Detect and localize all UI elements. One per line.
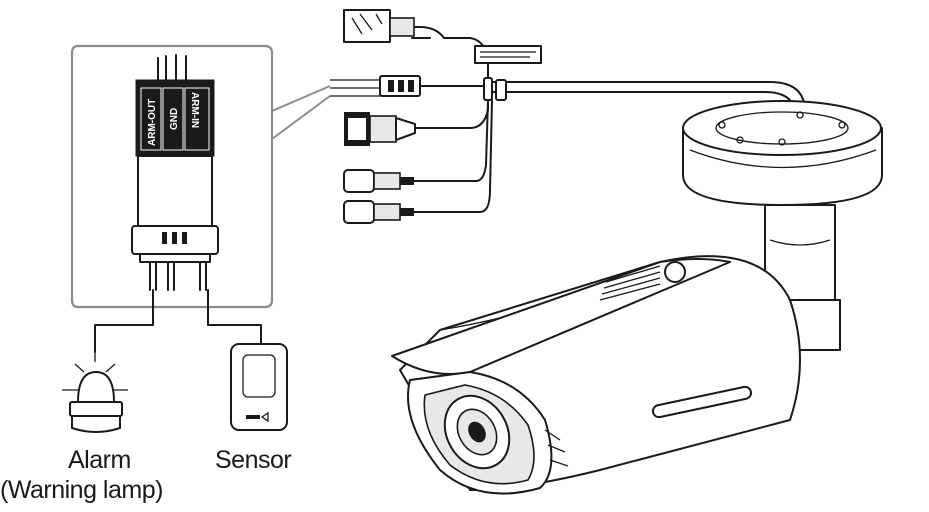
- alarm-connector-icon: ARM-OUT GND ARM-IN: [131, 54, 219, 291]
- alarm-sublabel: (Warning lamp): [0, 476, 163, 504]
- pin-label-arm-in: ARM-IN: [189, 92, 200, 128]
- alarm-label: Alarm: [68, 446, 131, 474]
- sensor-icon: [230, 343, 288, 431]
- warning-lamp-icon: [62, 350, 128, 433]
- pin-label-arm-out: ARM-OUT: [147, 99, 158, 146]
- alarm-sensor-wires: [94, 289, 262, 353]
- alarm-plug-icon: [379, 75, 421, 97]
- label-tag-icon: [474, 45, 542, 64]
- bnc-plug-icon: [343, 200, 414, 224]
- sensor-label: Sensor: [215, 446, 292, 474]
- connector-inset: [70, 44, 331, 309]
- power-plug-icon: [343, 9, 415, 43]
- ethernet-plug-icon: [344, 112, 416, 146]
- bullet-camera-icon: [391, 100, 883, 495]
- pin-label-gnd: GND: [169, 108, 180, 130]
- bnc-plug-icon: [343, 169, 414, 193]
